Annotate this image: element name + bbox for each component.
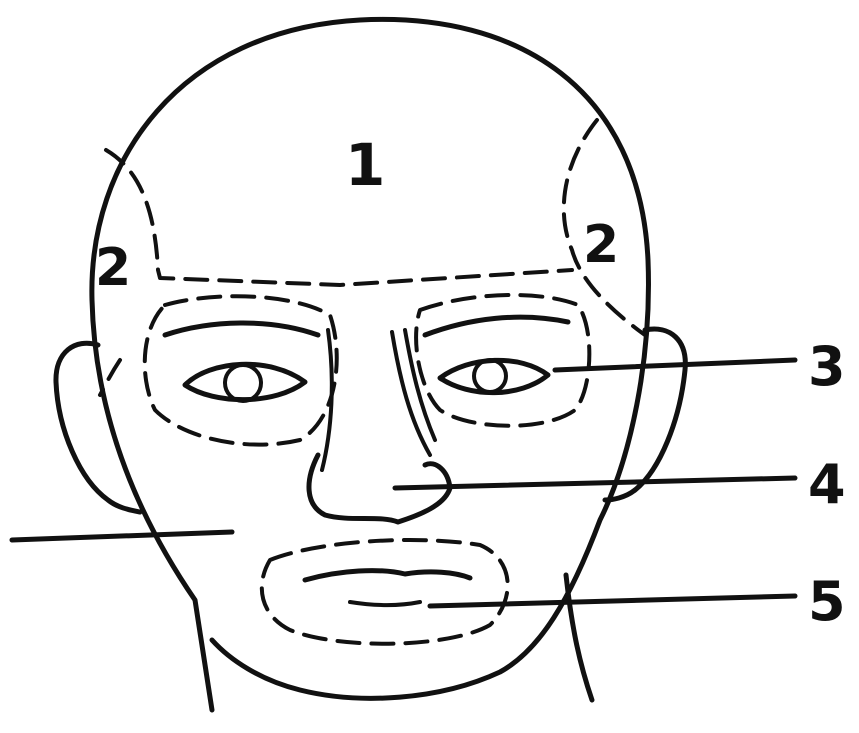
lower-lip: [350, 602, 420, 605]
neck-line: [566, 575, 592, 700]
label-4: 4: [808, 453, 846, 516]
upper-lip: [305, 571, 470, 580]
temple-left-boundary: [106, 150, 572, 285]
leader-line-cheek: [12, 532, 232, 540]
eye-region-left: [145, 296, 337, 444]
label-2-left: 2: [95, 238, 131, 298]
label-1: 1: [345, 131, 385, 199]
label-3: 3: [808, 335, 846, 398]
eye-left: [185, 364, 305, 399]
nose-bridge-left: [322, 330, 332, 470]
nose-bridge-right-2: [405, 330, 435, 440]
pupil-left: [225, 365, 261, 401]
mouth-region: [262, 540, 508, 644]
eye-right: [440, 360, 548, 392]
nose-bridge-right: [392, 332, 430, 455]
pupil-right: [474, 360, 506, 392]
label-5: 5: [808, 570, 846, 633]
eyebrow-left: [165, 323, 318, 335]
leader-line-5: [430, 596, 795, 606]
leader-line-4: [395, 478, 795, 488]
temple-left-lower: [100, 360, 120, 395]
label-2-right: 2: [583, 215, 619, 275]
eyebrow-right: [425, 317, 568, 335]
